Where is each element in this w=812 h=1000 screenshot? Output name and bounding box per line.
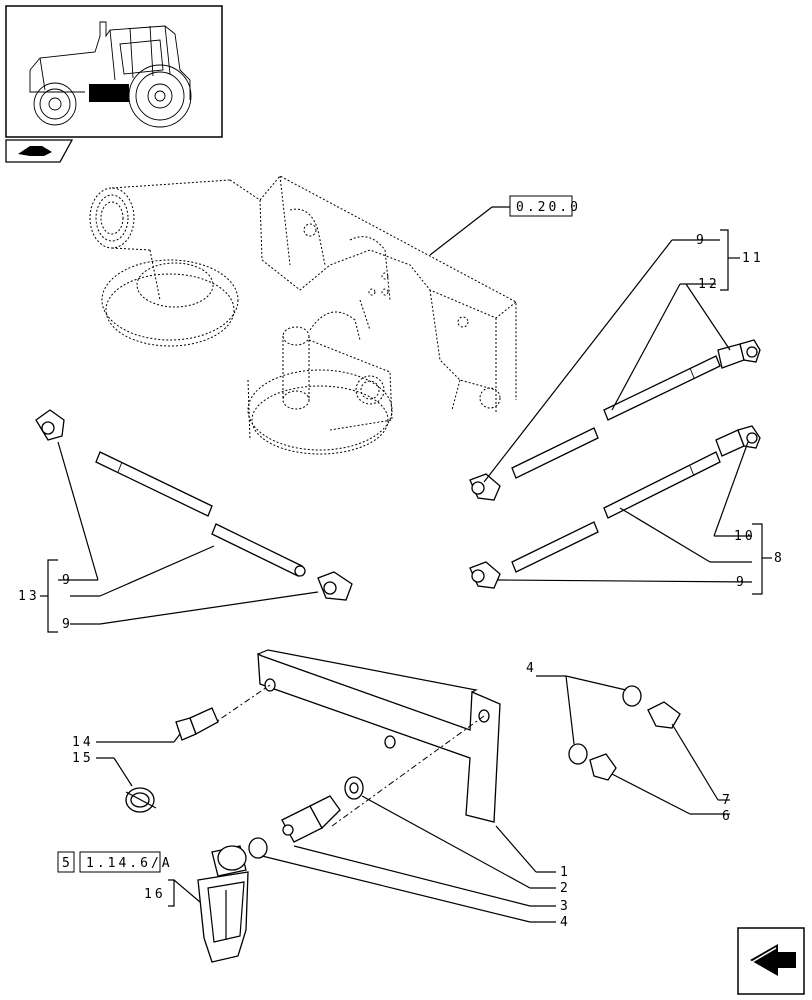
callout-leaders-bottom (96, 675, 730, 923)
callout-15: 15 (72, 751, 94, 766)
callout-13: 13 (18, 589, 40, 604)
callout-9: 9 (62, 617, 73, 632)
hose-clamp-part (125, 787, 157, 813)
callout-4: 4 (560, 915, 571, 930)
tractor-thumbnail-icon (5, 5, 223, 138)
section-tab-icon[interactable] (5, 139, 74, 163)
callout-14: 14 (72, 735, 94, 750)
next-page-arrow-icon[interactable] (737, 927, 805, 995)
transmission-housing-casting (89, 175, 517, 455)
callout-9: 9 (736, 575, 747, 590)
washer-part (344, 776, 364, 800)
reference-label-top: 0.20.0 (516, 200, 581, 215)
group-ref-code: 1.14.6/A (86, 856, 173, 871)
callout-16: 16 (144, 887, 166, 902)
left-pipe-assembly (35, 409, 353, 601)
bolt-part (175, 707, 219, 741)
callout-6: 6 (722, 809, 733, 824)
union-fitting-part (281, 795, 341, 843)
callout-9: 9 (696, 233, 707, 248)
callout-2: 2 (560, 881, 571, 896)
callout-12: 12 (698, 277, 720, 292)
callout-leaders-left (40, 441, 319, 633)
callout-8: 8 (774, 551, 785, 566)
callout-4: 4 (526, 661, 537, 676)
callout-7: 7 (722, 793, 733, 808)
callout-leaders-right (483, 229, 772, 595)
reference-box-group[interactable]: 5 1.14.6/A (57, 851, 173, 873)
filter-part (197, 845, 249, 963)
callout-labels: 9 11 12 10 8 9 9 13 9 4 14 15 7 6 1 2 3 … (18, 233, 785, 930)
callout-11: 11 (742, 251, 764, 266)
callout-10: 10 (734, 529, 756, 544)
callout-3: 3 (560, 899, 571, 914)
callout-1: 1 (560, 865, 571, 880)
o-ring-part (248, 837, 268, 859)
right-fittings-parts (568, 685, 681, 781)
callout-9: 9 (62, 573, 73, 588)
upper-right-pipe-assembly (469, 339, 761, 589)
bracket-plate (257, 649, 501, 823)
group-ref-number: 5 (62, 856, 73, 871)
reference-box-top[interactable]: 0.20.0 (429, 195, 581, 256)
